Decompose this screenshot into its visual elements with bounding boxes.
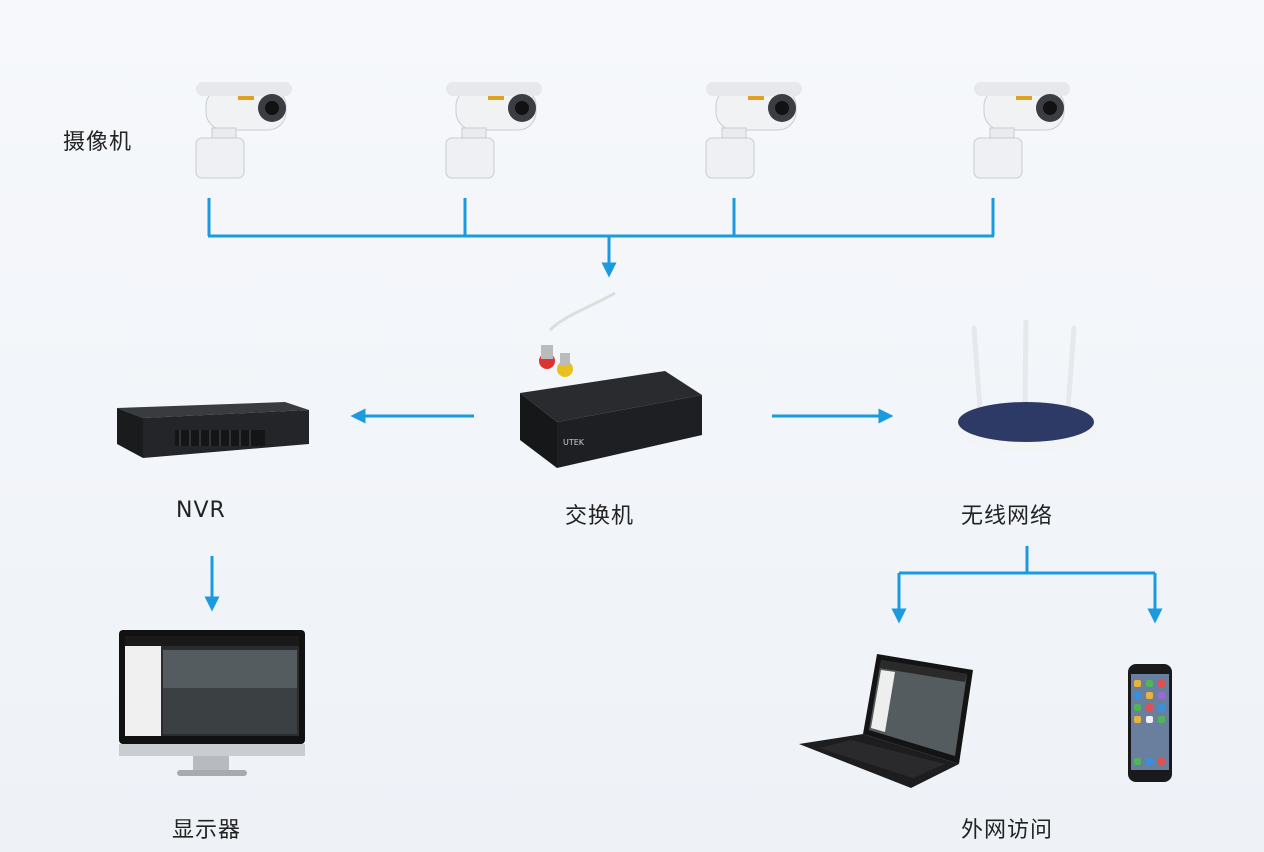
camera-icon (973, 82, 1070, 179)
camera-icon (705, 82, 802, 179)
laptop-icon (799, 654, 973, 788)
router-icon (954, 320, 1098, 452)
switch-icon: UTEK (520, 291, 702, 468)
nvr-label: NVR (176, 498, 226, 523)
display-label: 显示器 (172, 818, 242, 843)
wireless-label: 无线网络 (961, 504, 1054, 529)
camera-icon (445, 82, 542, 179)
nvr-icon (117, 402, 309, 458)
monitor-icon (119, 630, 305, 776)
camera-icon (195, 82, 292, 179)
phone-icon (1128, 664, 1172, 782)
svg-text:UTEK: UTEK (563, 438, 585, 447)
external-access-label: 外网访问 (961, 818, 1054, 843)
switch-label: 交换机 (565, 504, 635, 529)
cameras-label: 摄像机 (63, 130, 133, 155)
